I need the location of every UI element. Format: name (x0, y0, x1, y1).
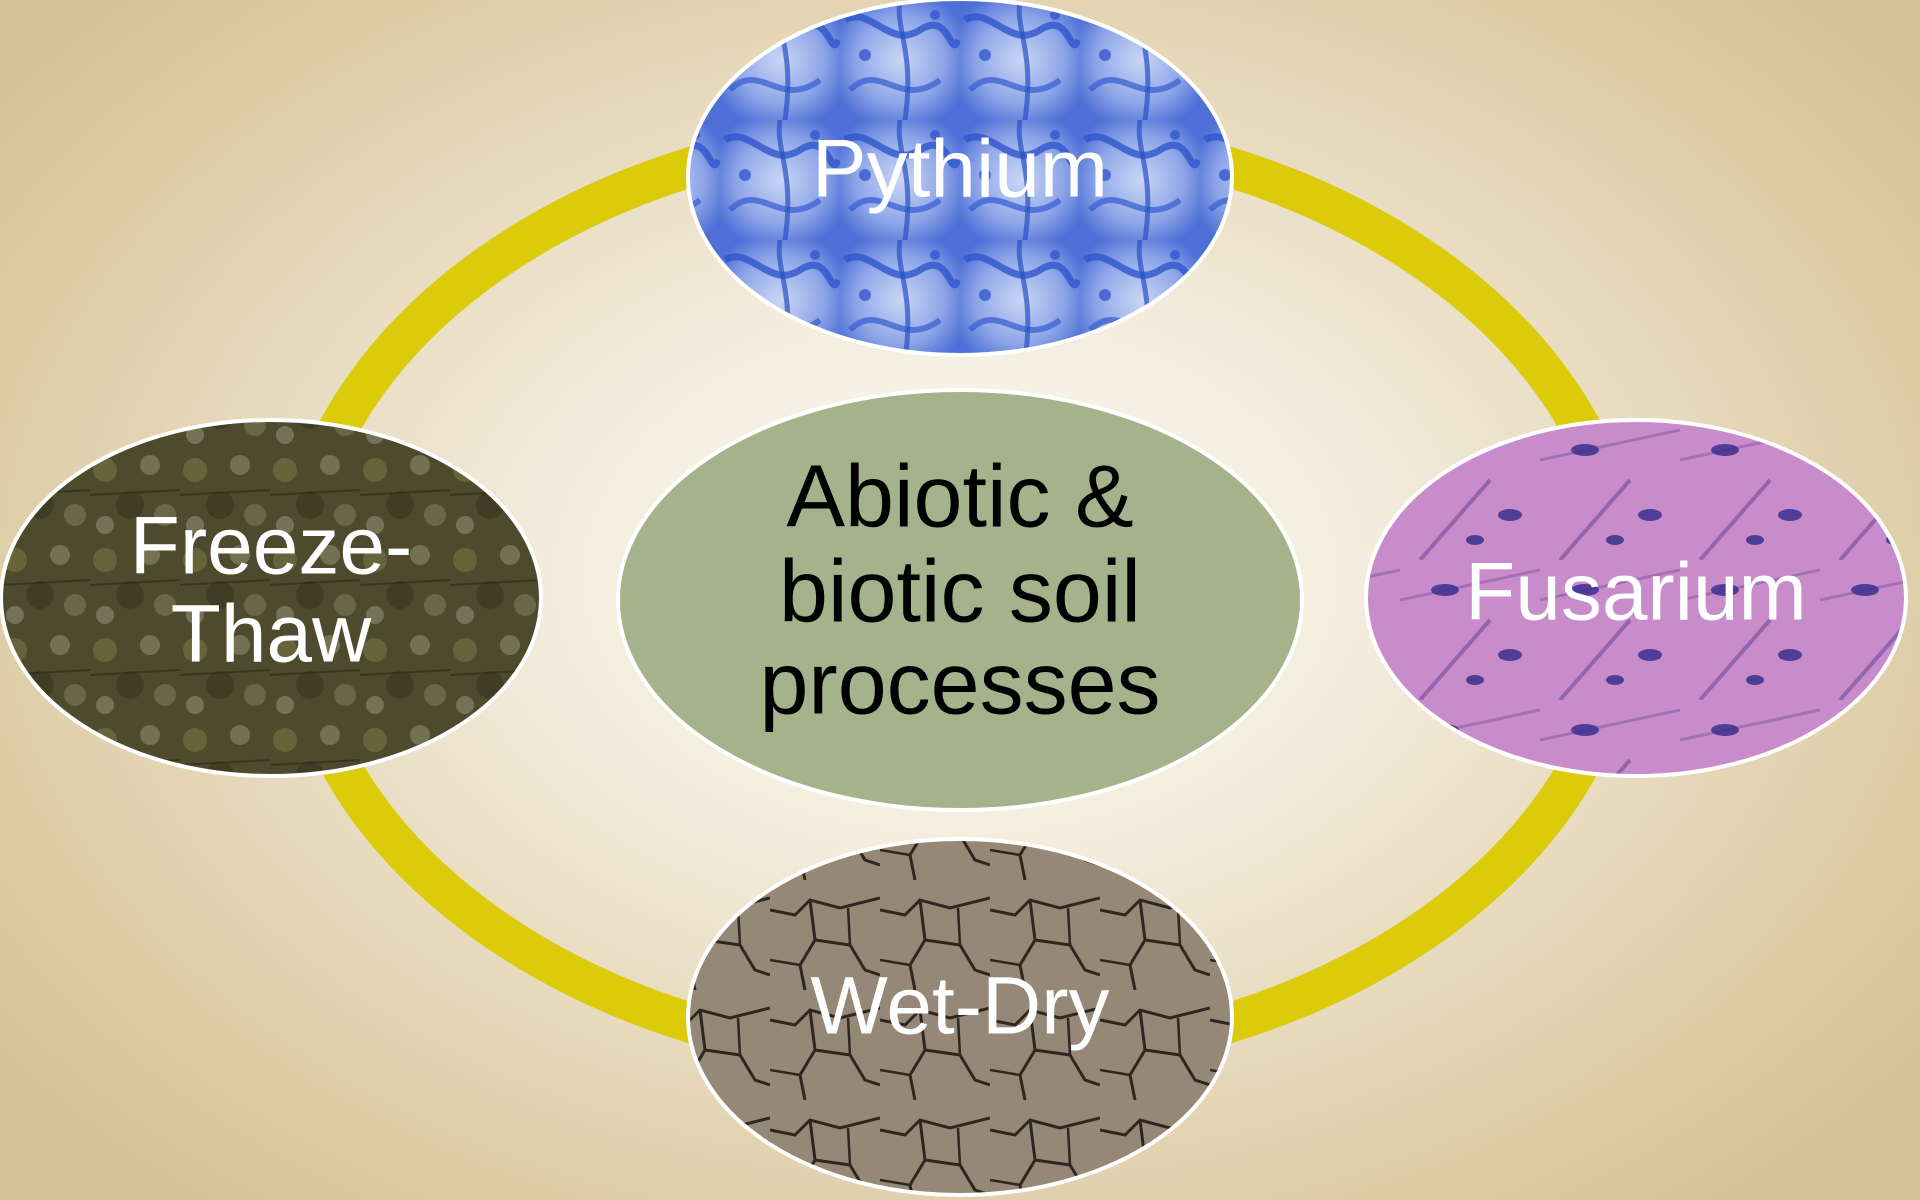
node-fusarium: Fusarium (1364, 418, 1908, 778)
center-node: Abiotic & biotic soil processes (616, 388, 1304, 812)
fusarium-label: Fusarium (1465, 547, 1807, 638)
fusarium-micrograph-image (1364, 418, 1908, 778)
freeze-thaw-label-line-2: Thaw (171, 589, 372, 680)
cracked-soil-image (686, 837, 1234, 1197)
node-pythium: Pythium (686, 0, 1234, 357)
freeze-thaw-label-line-1: Freeze- (130, 501, 413, 592)
center-title-line-2: biotic soil (779, 541, 1141, 640)
node-freeze-thaw: Freeze- Thaw (0, 418, 543, 778)
frost-ground-image (0, 418, 543, 778)
node-wet-dry: Wet-Dry (686, 837, 1234, 1197)
pythium-micrograph-image (686, 0, 1234, 357)
center-title-line-3: processes (759, 633, 1160, 732)
wet-dry-label: Wet-Dry (810, 961, 1109, 1052)
pythium-label: Pythium (812, 124, 1108, 215)
center-title-line-1: Abiotic & (786, 446, 1133, 545)
center-ellipse (616, 388, 1304, 812)
